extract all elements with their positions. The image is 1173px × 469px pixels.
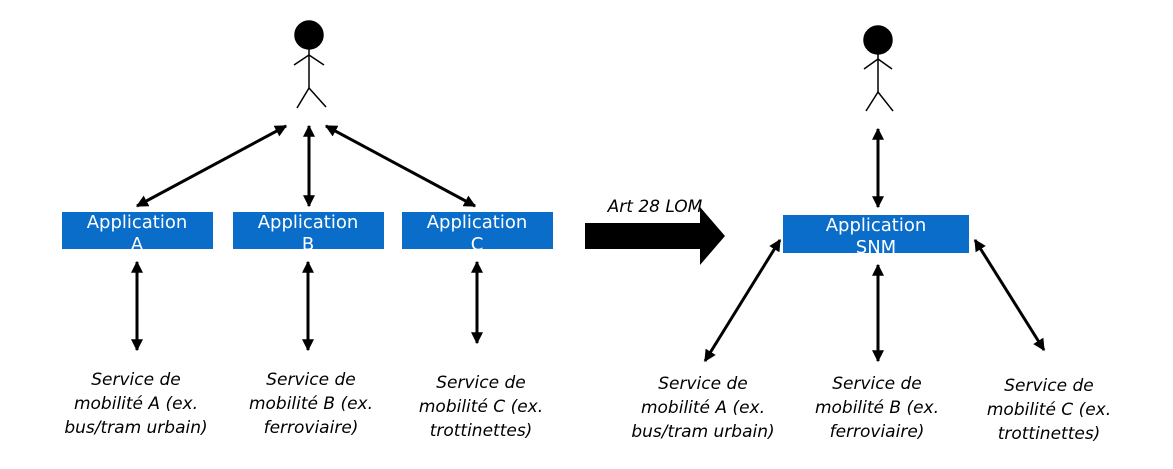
service-c-right-line3: trottinettes): [998, 424, 1101, 444]
app-b-line2: B: [302, 234, 314, 255]
arrow-snm-service-c: [973, 238, 1046, 352]
app-c-line2: C: [471, 234, 484, 255]
service-label-c-right: Service de mobilité C (ex. trottinettes): [987, 376, 1111, 444]
app-snm-line2: SNM: [856, 237, 896, 258]
service-c-left-line1: Service de: [436, 373, 525, 393]
app-box-c: Application C: [402, 212, 553, 255]
app-box-b: Application B: [233, 212, 384, 255]
service-label-c-left: Service de mobilité C (ex. trottinettes): [419, 373, 543, 441]
app-service-arrows-right: [703, 238, 1046, 363]
app-c-line1: Application: [427, 212, 528, 233]
app-box-snm: Application SNM: [783, 215, 969, 258]
service-b-left-line1: Service de: [266, 370, 355, 390]
transition-label: Art 28 LOM: [607, 197, 703, 217]
user-head-right: [863, 25, 893, 55]
service-label-b-left: Service de mobilité B (ex. ferroviaire): [249, 370, 373, 438]
big-right-arrow-icon: [585, 207, 725, 265]
service-b-right-line3: ferroviaire): [830, 422, 925, 442]
service-b-right-line1: Service de: [832, 374, 921, 394]
app-b-line1: Application: [258, 212, 359, 233]
user-head-left: [294, 20, 324, 50]
arrow-snm-service-a: [703, 238, 782, 363]
service-c-right-line2: mobilité C (ex.: [987, 400, 1111, 420]
app-box-a: Application A: [62, 212, 213, 255]
user-figure-right: [863, 25, 894, 112]
service-c-left-line2: mobilité C (ex.: [419, 397, 543, 417]
service-c-right-line1: Service de: [1004, 376, 1093, 396]
service-a-left-line3: bus/tram urbain): [64, 418, 207, 438]
user-app-arrows-left: [135, 124, 477, 208]
arrow-user-app-a: [135, 124, 288, 208]
service-label-b-right: Service de mobilité B (ex. ferroviaire): [815, 374, 939, 442]
arrow-user-app-c: [324, 124, 477, 208]
app-a-line1: Application: [87, 212, 188, 233]
service-a-right-line1: Service de: [658, 374, 747, 394]
service-b-right-line2: mobilité B (ex.: [815, 398, 939, 418]
service-a-right-line3: bus/tram urbain): [631, 422, 774, 442]
service-a-right-line2: mobilité A (ex.: [641, 398, 765, 418]
service-a-left-line1: Service de: [91, 370, 180, 390]
service-c-left-line3: trottinettes): [430, 421, 533, 441]
user-figure-left: [293, 20, 327, 109]
service-label-a-right: Service de mobilité A (ex. bus/tram urba…: [631, 374, 774, 442]
service-a-left-line2: mobilité A (ex.: [74, 394, 198, 414]
transition-arrow: Art 28 LOM: [585, 197, 725, 265]
service-b-left-line2: mobilité B (ex.: [249, 394, 373, 414]
app-service-arrows-left: [131, 260, 483, 352]
service-b-left-line3: ferroviaire): [264, 418, 359, 438]
app-snm-line1: Application: [826, 215, 927, 236]
service-label-a-left: Service de mobilité A (ex. bus/tram urba…: [64, 370, 207, 438]
app-a-line2: A: [131, 234, 144, 255]
